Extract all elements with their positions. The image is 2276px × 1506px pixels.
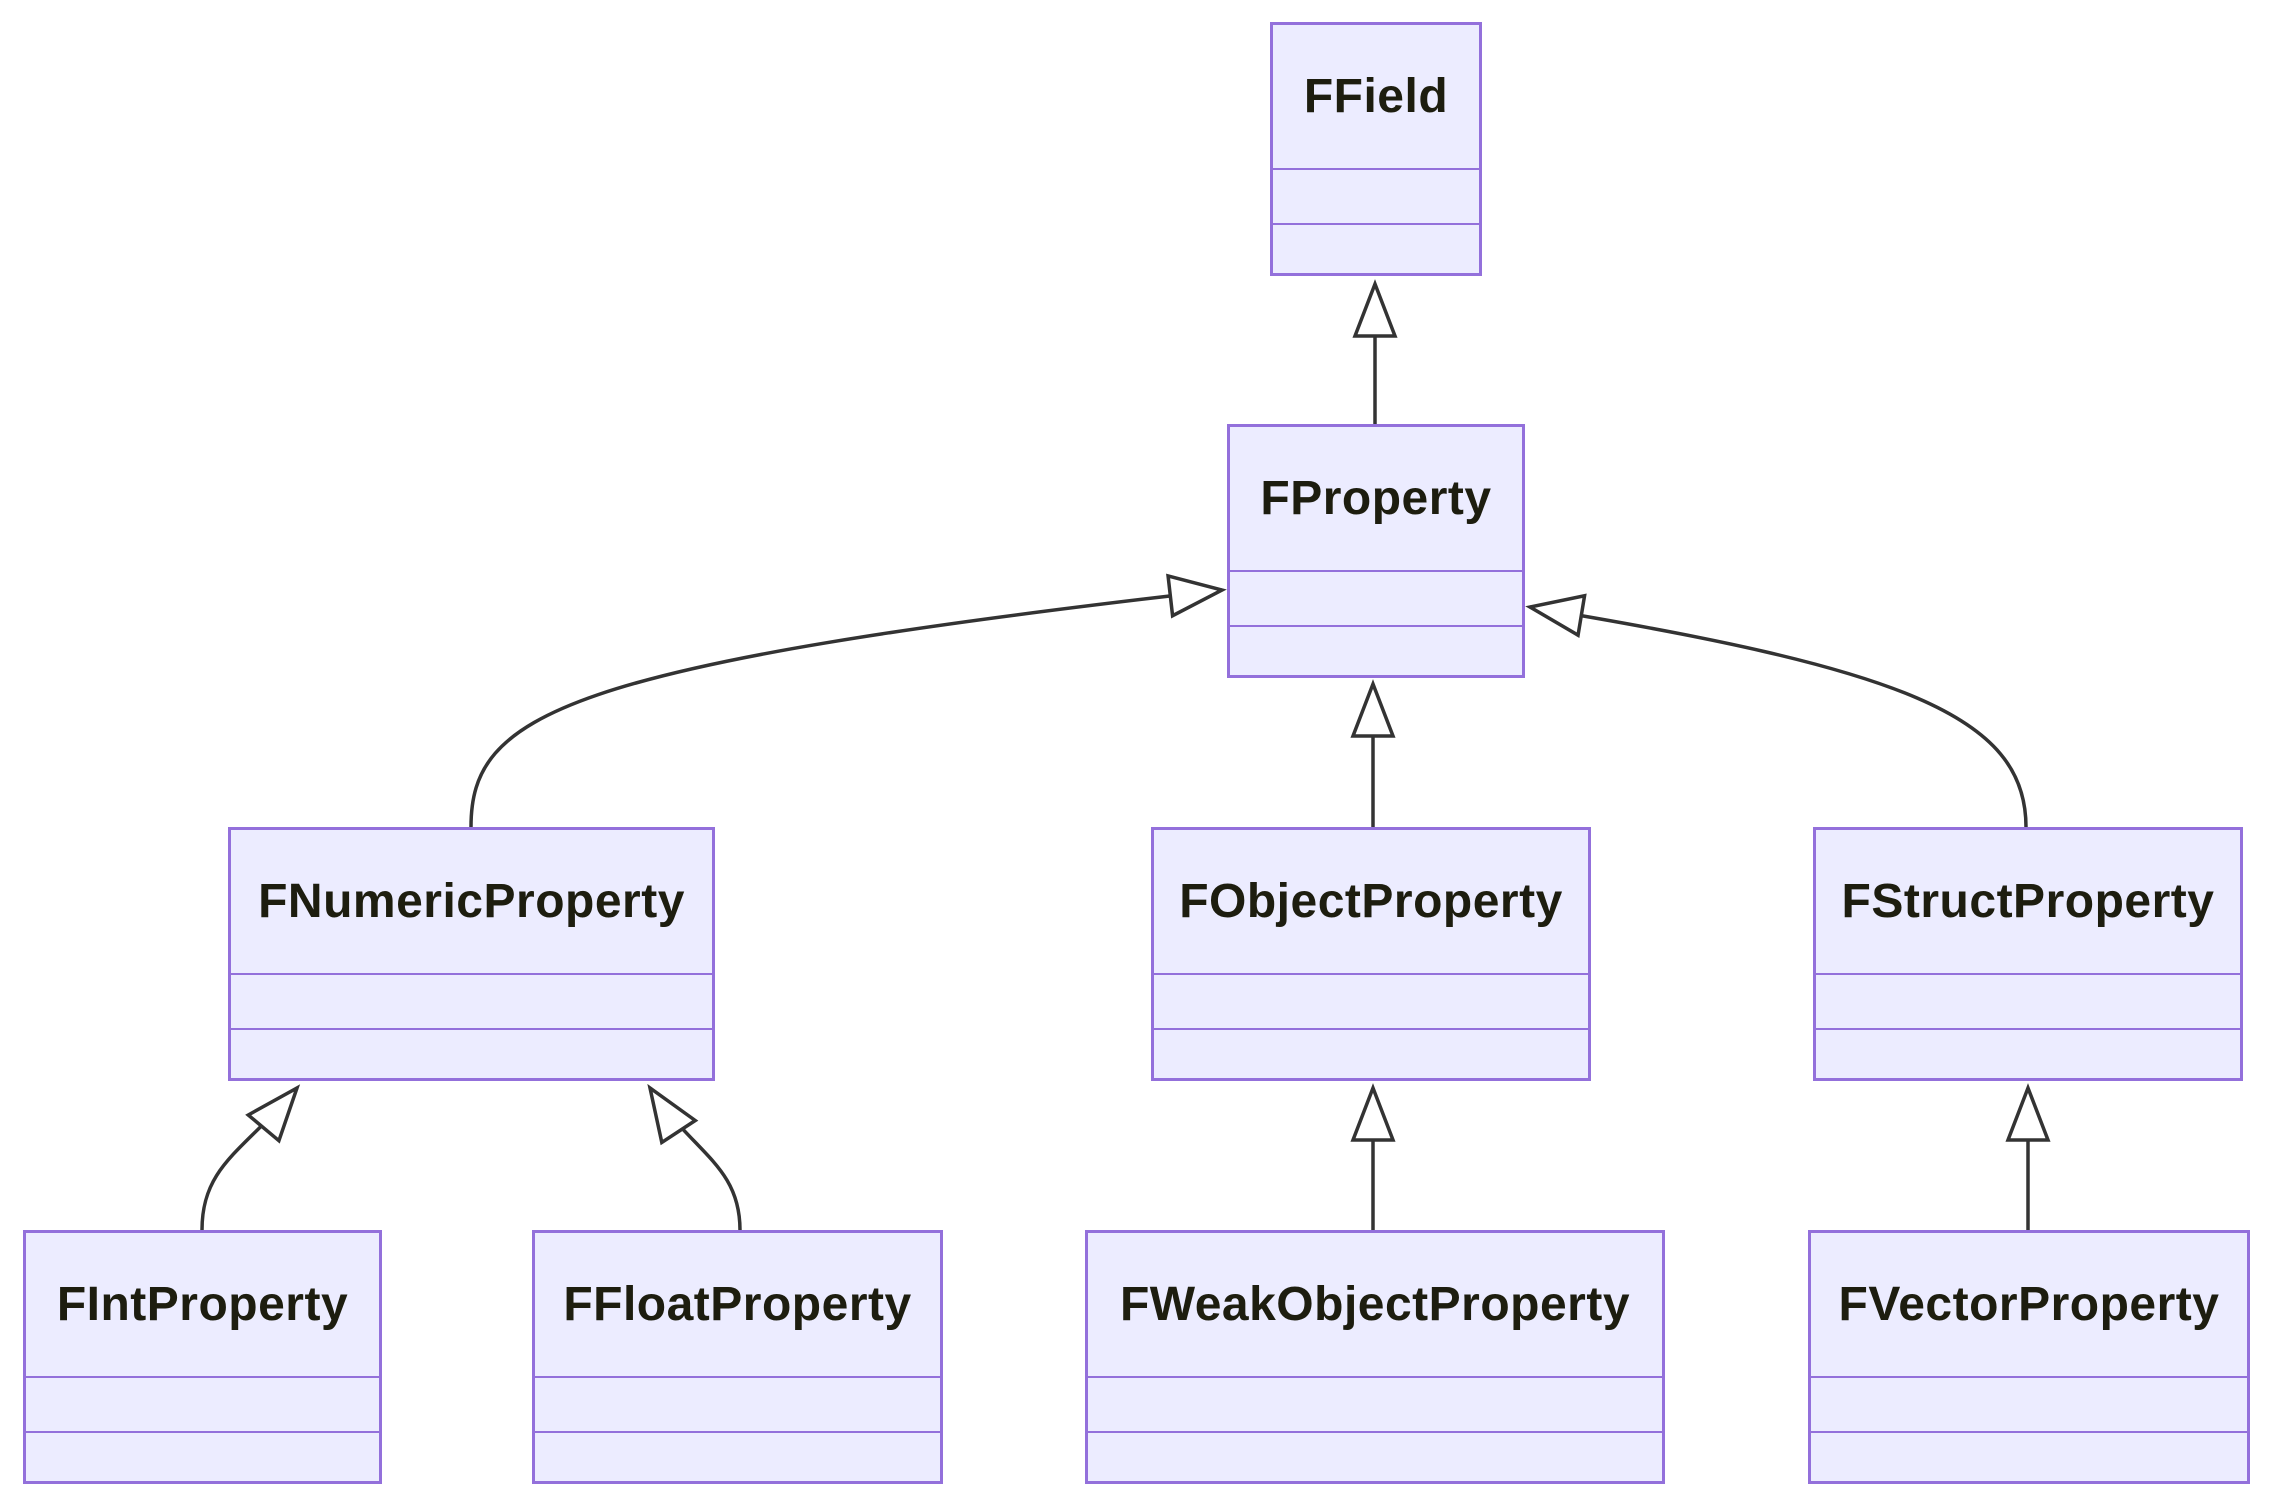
class-box-fstructproperty: FStructProperty — [1813, 827, 2243, 1081]
class-title: FObjectProperty — [1179, 875, 1563, 928]
class-box-ffield: FField — [1270, 22, 1482, 276]
methods-compartment — [1088, 1431, 1662, 1481]
attributes-compartment — [231, 973, 712, 1028]
methods-compartment — [26, 1431, 379, 1481]
attributes-compartment — [1816, 973, 2240, 1028]
class-box-fproperty: FProperty — [1227, 424, 1525, 678]
class-title: FIntProperty — [56, 1278, 349, 1331]
class-title: FVectorProperty — [1838, 1278, 2220, 1331]
edge-fnumericproperty-to-fproperty — [469, 573, 1227, 828]
attributes-compartment — [1154, 973, 1588, 1028]
edge-fintproperty-to-fnumericproperty — [200, 1084, 301, 1231]
class-box-fintproperty: FIntProperty — [23, 1230, 382, 1484]
class-title: FStructProperty — [1841, 875, 2215, 928]
methods-compartment — [1811, 1431, 2247, 1481]
class-title: FFloatProperty — [563, 1278, 912, 1331]
attributes-compartment — [1230, 570, 1522, 625]
methods-compartment — [231, 1028, 712, 1078]
class-box-fvectorproperty: FVectorProperty — [1808, 1230, 2250, 1484]
edge-ffloatproperty-to-fnumericproperty — [647, 1083, 742, 1231]
class-title: FNumericProperty — [258, 875, 685, 928]
methods-compartment — [1273, 223, 1479, 273]
methods-compartment — [1230, 625, 1522, 675]
attributes-compartment — [535, 1376, 940, 1431]
attributes-compartment — [1088, 1376, 1662, 1431]
class-box-ffloatproperty: FFloatProperty — [532, 1230, 943, 1484]
methods-compartment — [1816, 1028, 2240, 1078]
methods-compartment — [1154, 1028, 1588, 1078]
attributes-compartment — [1273, 168, 1479, 223]
class-title: FField — [1303, 70, 1449, 123]
attributes-compartment — [26, 1376, 379, 1431]
methods-compartment — [535, 1431, 940, 1481]
class-box-fweakobjectproperty: FWeakObjectProperty — [1085, 1230, 1665, 1484]
class-title: FWeakObjectProperty — [1119, 1278, 1631, 1331]
class-title: FProperty — [1260, 472, 1492, 525]
edge-fstructproperty-to-fproperty — [1525, 593, 2028, 828]
attributes-compartment — [1811, 1376, 2247, 1431]
class-box-fnumericproperty: FNumericProperty — [228, 827, 715, 1081]
class-box-fobjectproperty: FObjectProperty — [1151, 827, 1591, 1081]
